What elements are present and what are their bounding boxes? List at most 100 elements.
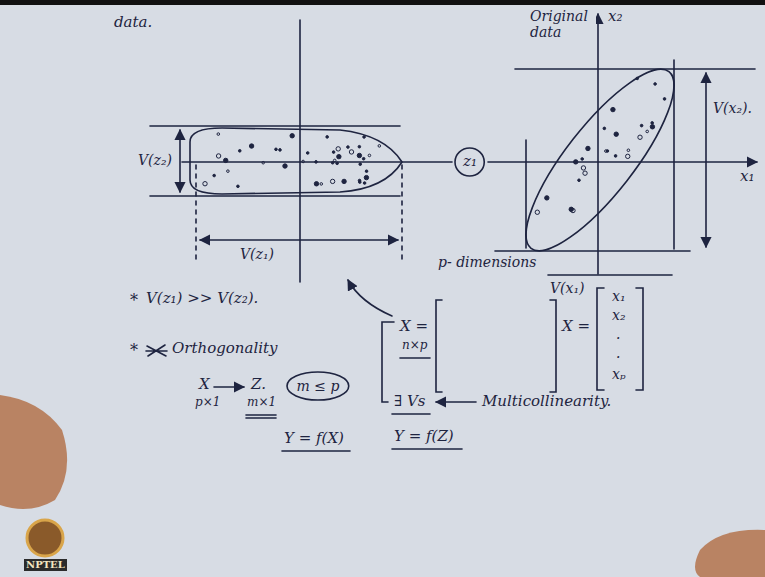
underline (246, 414, 276, 416)
data-point (358, 145, 361, 148)
vector-entry: . (614, 326, 622, 342)
data-point (363, 182, 366, 185)
spread-arrow (705, 73, 707, 247)
data-point (336, 162, 339, 165)
dimension-label: n×p (400, 339, 429, 353)
underline (392, 448, 462, 450)
data-point (349, 150, 353, 154)
dimension-label: m×1 (245, 396, 278, 410)
data-point (302, 160, 305, 163)
data-point (368, 154, 371, 157)
data-point (365, 170, 368, 173)
data-point (262, 161, 265, 164)
data-point (569, 207, 573, 211)
data-point (333, 159, 336, 162)
dimension-label: p×1 (193, 396, 222, 410)
data-point (227, 170, 230, 173)
matrix-bracket (550, 300, 556, 392)
data-point (654, 83, 657, 86)
circled-condition: m ≤ p (286, 371, 350, 401)
axis (182, 161, 452, 163)
heading-note: data. (112, 14, 154, 31)
vector-entry: . (614, 345, 622, 361)
data-point (358, 179, 361, 182)
note-text: p- dimensions (436, 254, 538, 270)
spread-arrow (179, 130, 181, 192)
bound-line (150, 125, 400, 127)
logo-text: NPTEL (24, 559, 67, 571)
data-point (249, 144, 253, 148)
data-point (359, 163, 362, 166)
axis-arrow (488, 161, 757, 163)
hand (695, 530, 765, 577)
data-point (342, 179, 346, 183)
data-point (275, 148, 278, 151)
data-point (213, 174, 216, 177)
axis (299, 20, 301, 282)
data-point (605, 150, 608, 153)
data-point (581, 158, 584, 161)
data-point (611, 107, 615, 111)
data-point (651, 122, 654, 125)
note-text: Multicollinearity. (480, 393, 613, 410)
data-point (290, 134, 294, 138)
axis-label: x₁ (738, 168, 756, 185)
data-point (357, 153, 361, 157)
data-point (646, 130, 649, 133)
math-symbol: X (197, 376, 212, 393)
data-point (337, 154, 341, 158)
data-point (362, 157, 365, 160)
crossed-out-scribble (146, 345, 167, 356)
data-point (237, 185, 240, 188)
map-arrow (214, 386, 244, 388)
vector-entry: x₂ (610, 307, 628, 323)
data-point (574, 160, 578, 164)
data-point (331, 161, 334, 164)
spread-label: V(z₁) (238, 246, 276, 262)
dashed-line (401, 165, 403, 262)
pointer-arrow (348, 280, 392, 316)
node-text: m ≤ p (297, 378, 340, 394)
data-point (583, 171, 587, 175)
data-point (283, 164, 287, 168)
data-point (627, 149, 630, 152)
vector-entry: xₚ (610, 366, 628, 382)
top-band (0, 0, 765, 5)
equation: Y = f(Z) (392, 428, 456, 445)
data-point (326, 136, 329, 139)
data-point (614, 132, 618, 136)
data-point (578, 179, 581, 182)
data-cloud-outline (190, 128, 402, 194)
axis-arrow (597, 14, 599, 274)
data-point (279, 149, 282, 152)
data-cloud-outline (504, 51, 695, 269)
data-point (216, 154, 220, 158)
logo-emblem (27, 520, 63, 556)
spread-label: V(x₂). (711, 100, 754, 116)
data-point (238, 150, 241, 153)
data-point (636, 77, 639, 80)
equation: Y = f(X) (282, 430, 346, 447)
data-point (306, 152, 309, 155)
data-point (315, 161, 318, 164)
data-point (330, 179, 334, 183)
math-symbol: X = (560, 318, 592, 335)
data-point (535, 210, 539, 214)
data-point (363, 136, 366, 139)
data-point (581, 166, 585, 170)
data-point (614, 155, 617, 158)
bound-line (495, 250, 690, 252)
bound-line (150, 195, 400, 197)
underline (400, 357, 430, 359)
bound-line (548, 274, 672, 276)
vector-entry: x₁ (610, 288, 628, 304)
pointer-arrow (436, 401, 476, 403)
data-points (203, 77, 666, 214)
vector-bracket (636, 288, 643, 390)
underline (392, 413, 430, 415)
circled-symbol: z₁ (454, 147, 485, 177)
node-text: z₁ (463, 153, 477, 170)
data-point (203, 182, 207, 186)
